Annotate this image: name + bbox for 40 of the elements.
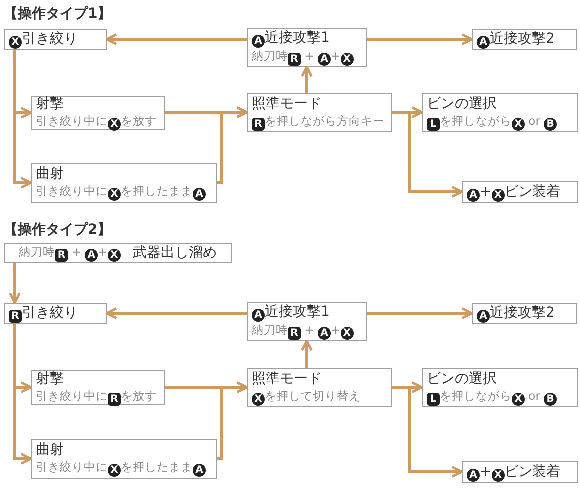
- step-box: [422, 368, 578, 407]
- step-title: 照準モード: [252, 94, 322, 112]
- arrow: [392, 111, 464, 198]
- arrow: [367, 308, 474, 320]
- step-box: [4, 303, 107, 324]
- arrow: [14, 324, 32, 465]
- step-box: [462, 461, 578, 483]
- step-title: 射撃: [36, 95, 64, 113]
- step-box: [31, 163, 217, 203]
- step-box: [422, 93, 578, 132]
- step-box: [4, 243, 232, 263]
- step-title: 曲射: [36, 441, 64, 459]
- step-box: [462, 181, 578, 203]
- arrow: [106, 308, 247, 320]
- step-box: [31, 370, 165, 405]
- step-box: [247, 302, 367, 341]
- step-title: 照準モード: [252, 370, 322, 388]
- arrow: [217, 106, 248, 184]
- step-box: [31, 439, 217, 479]
- arrow: [106, 34, 247, 46]
- step-box: [247, 368, 392, 407]
- section-heading: 【操作タイプ2】: [4, 221, 112, 239]
- step-box: [472, 29, 577, 50]
- arrow: [217, 382, 248, 460]
- step-box: [247, 93, 392, 132]
- arrow: [367, 34, 474, 46]
- step-title: 曲射: [36, 165, 64, 183]
- step-title: 射撃: [36, 370, 64, 388]
- step-title: 武器出し溜め: [132, 244, 217, 262]
- arrow: [9, 263, 21, 304]
- step-title: ビンの選択: [427, 370, 497, 388]
- arrow: [392, 386, 464, 478]
- step-box: [472, 303, 577, 324]
- step-box: [4, 29, 107, 50]
- step-box: [31, 96, 165, 130]
- arrow: [301, 66, 313, 93]
- step-box: [247, 28, 367, 67]
- section-heading: 【操作タイプ1】: [4, 5, 112, 23]
- step-title: ビンの選択: [427, 94, 497, 112]
- arrow: [301, 340, 313, 368]
